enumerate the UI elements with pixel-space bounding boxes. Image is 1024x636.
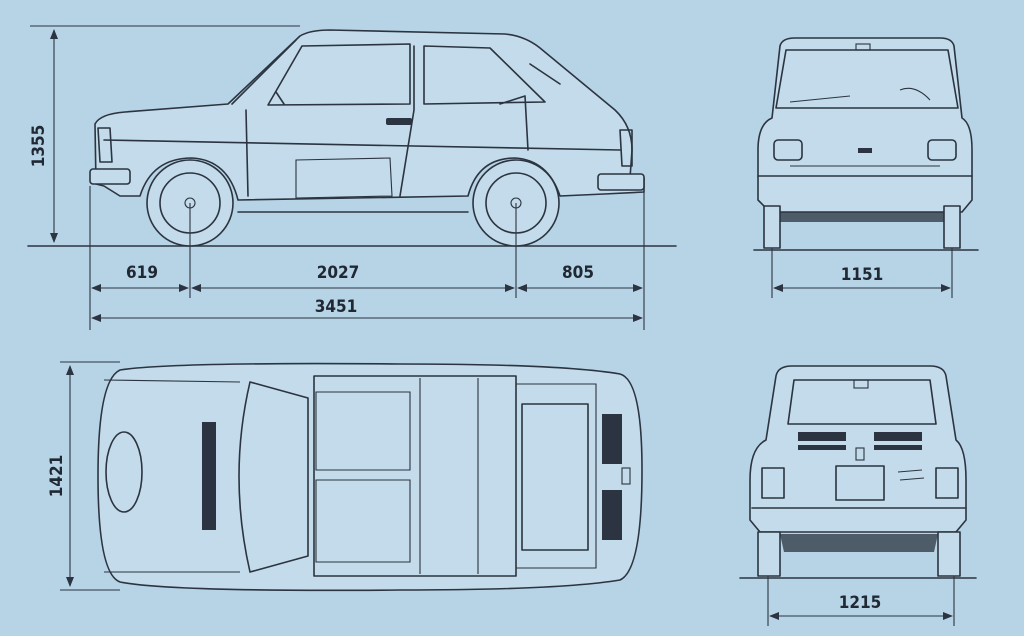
top-fuel-cap: [621, 467, 631, 485]
top-center-line: [419, 378, 479, 574]
license-plate: [835, 465, 885, 501]
rear-bumper: [597, 173, 645, 191]
height-label: 1355: [29, 125, 49, 168]
top-bonnet-line: [103, 379, 241, 573]
wheelbase-label: 2027: [317, 263, 360, 283]
width-label: 1421: [47, 455, 67, 498]
spare-wheel-icon: [105, 431, 143, 513]
front-mirror-mount: [855, 43, 871, 51]
side-windshield-line: [231, 39, 297, 105]
side-window-front: [267, 43, 411, 106]
rear-vent-right-2: [874, 445, 922, 450]
rear-vent-right: [874, 432, 922, 441]
rear-vent-upper: [602, 414, 622, 464]
rear-left-lamp: [761, 467, 785, 499]
side-body-outline: [94, 29, 645, 201]
rear-vent-left: [798, 432, 846, 441]
side-door-panel: [295, 157, 393, 199]
front-overhang-label: 619: [126, 263, 158, 283]
length-dimensions: 619 2027 805 3451: [89, 186, 645, 330]
rear-right-tyre: [937, 531, 961, 577]
rear-track-dimension: 1215: [767, 576, 955, 626]
top-body-outline: [97, 362, 643, 592]
side-mirror: [275, 91, 285, 105]
rear-view: 1215: [739, 365, 977, 626]
top-roof: [313, 375, 517, 577]
rear-vent-lower: [602, 490, 622, 540]
side-rear-quarter-line: [499, 95, 529, 151]
side-view: 1355 619 2027 805 3451: [27, 25, 677, 330]
rear-window-mount: [853, 379, 869, 389]
side-body-crease: [103, 139, 621, 151]
front-bumper: [89, 168, 131, 185]
width-dimension: 1421: [47, 361, 120, 591]
front-lamp: [97, 127, 113, 163]
rear-body-outline: [749, 365, 967, 533]
front-view: 1151: [753, 37, 979, 298]
front-badge: [858, 148, 872, 153]
rear-overhang-label: 805: [562, 263, 594, 283]
top-view: 1421: [47, 361, 643, 592]
rear-right-lamp: [935, 467, 959, 499]
front-vent-left: [202, 422, 216, 530]
rear-left-tyre: [757, 531, 781, 577]
side-badge-mark: [529, 63, 561, 85]
rear-vent-left-2: [798, 445, 846, 450]
overall-length-label: 3451: [315, 297, 358, 317]
top-seat-front: [315, 391, 411, 471]
front-body-outline: [757, 37, 973, 213]
front-right-lamp: [927, 139, 957, 161]
front-windshield: [775, 49, 959, 109]
top-seat-rear: [315, 479, 411, 563]
front-left-lamp: [773, 139, 803, 161]
door-handle-icon: [386, 118, 412, 125]
front-track-dimension: 1151: [771, 248, 953, 298]
rear-underbody: [780, 534, 938, 552]
rear-track-label: 1215: [839, 593, 882, 613]
front-track-label: 1151: [841, 265, 884, 285]
front-right-tyre: [943, 205, 961, 249]
top-windshield: [238, 381, 309, 573]
rear-badge-scribble: [897, 469, 925, 481]
rear-window: [787, 379, 937, 425]
rear-lock-icon: [855, 447, 865, 461]
top-rear-window: [521, 403, 589, 551]
top-rear-hatch: [516, 383, 597, 569]
front-underbody: [780, 212, 944, 222]
side-door-outline: [245, 45, 415, 197]
height-dimension: 1355: [29, 25, 300, 243]
front-left-tyre: [763, 205, 781, 249]
front-wiper: [789, 87, 931, 103]
rear-lamp: [619, 129, 633, 167]
